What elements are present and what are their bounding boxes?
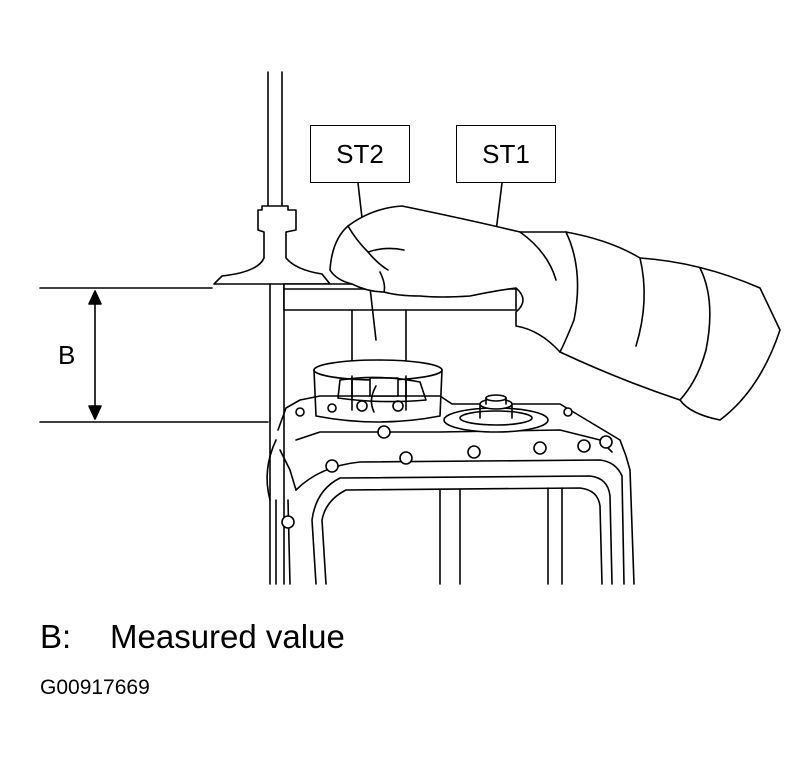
callout-st2: ST2 bbox=[310, 125, 410, 183]
depth-gauge bbox=[213, 71, 331, 585]
transmission-case bbox=[266, 395, 635, 585]
technical-illustration bbox=[39, 71, 781, 585]
bearing-nut bbox=[443, 394, 573, 433]
dimension-b-lines bbox=[39, 287, 269, 423]
hand bbox=[329, 205, 781, 421]
callout-st1-label: ST1 bbox=[482, 138, 530, 169]
oil-pump-housing bbox=[313, 359, 443, 423]
figure-id: G00917669 bbox=[40, 676, 150, 699]
legend-text: Measured value bbox=[110, 618, 345, 655]
callout-st1: ST1 bbox=[456, 125, 556, 183]
legend-key: B: bbox=[40, 618, 72, 655]
legend: B: Measured value bbox=[40, 618, 345, 656]
callout-st2-label: ST2 bbox=[336, 138, 384, 169]
dimension-label: B bbox=[58, 340, 76, 370]
